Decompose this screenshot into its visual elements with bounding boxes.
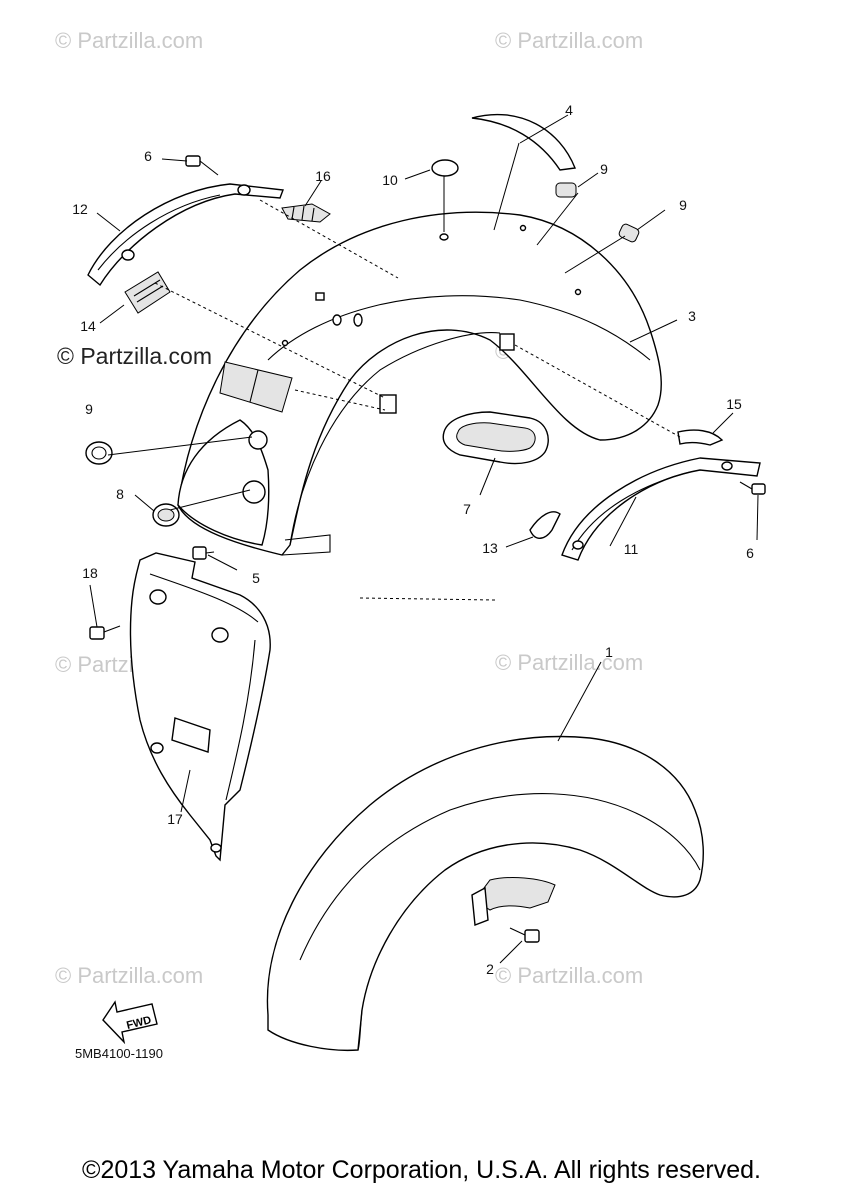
callout-16: 16	[315, 168, 331, 184]
diagram-code: 5MB4100-1190	[75, 1046, 163, 1061]
pad-part	[124, 271, 171, 314]
callout-9: 9	[600, 161, 608, 177]
top-trim-part	[471, 113, 576, 171]
callout-3: 3	[688, 308, 696, 324]
watermark: © Partzilla.com	[55, 28, 204, 53]
plate-bracket-part	[129, 552, 271, 862]
pad-part	[281, 203, 331, 223]
leader-lines	[89, 114, 759, 964]
callout-11: 11	[624, 541, 639, 557]
bolt-part	[192, 546, 215, 560]
callout-18: 18	[82, 565, 98, 581]
emblem-part	[431, 159, 459, 177]
assembly-lines	[154, 199, 681, 601]
bolt-part	[89, 625, 121, 640]
copyright-footer: ©2013 Yamaha Motor Corporation, U.S.A. A…	[82, 1156, 761, 1184]
callout-6: 6	[746, 545, 754, 561]
callout-13: 13	[482, 540, 498, 556]
watermark: © Partzilla.com	[495, 963, 644, 988]
callout-5: 5	[252, 570, 260, 586]
spacer-part	[529, 511, 561, 539]
callout-6: 6	[144, 148, 152, 164]
watermark: © Partzilla.com	[495, 650, 644, 675]
fwd-label: FWD	[125, 1014, 152, 1032]
callout-7: 7	[463, 501, 471, 517]
front-fender-part	[266, 735, 704, 1052]
right-rail-part	[561, 457, 761, 561]
callout-15: 15	[726, 396, 742, 412]
left-rail-part	[87, 183, 284, 287]
grommet-part	[85, 182, 640, 465]
reflector-part	[442, 411, 549, 465]
bolt-part	[185, 155, 766, 495]
rear-fender-part	[177, 211, 662, 556]
bolt-part	[509, 927, 540, 943]
callout-4: 4	[565, 102, 573, 118]
cap-part	[152, 503, 180, 527]
callout-9: 9	[85, 401, 93, 417]
callout-9: 9	[679, 197, 687, 213]
callout-12: 12	[72, 201, 88, 217]
watermark: © Partzilla.com	[57, 343, 212, 369]
watermark: © Partzilla.com	[495, 28, 644, 53]
callout-labels: 1 2 3 4 5 6 6 7 8 9 9 9 10 11 12 13 14 1…	[72, 102, 754, 977]
forward-arrow-icon: FWD	[102, 1000, 158, 1045]
watermark: © Partzilla.com	[55, 963, 204, 988]
callout-2: 2	[486, 961, 494, 977]
spacer-part	[677, 429, 724, 446]
callout-17: 17	[167, 811, 183, 827]
callout-1: 1	[605, 644, 613, 660]
callout-10: 10	[382, 172, 398, 188]
callout-8: 8	[116, 486, 124, 502]
callout-14: 14	[80, 318, 96, 334]
